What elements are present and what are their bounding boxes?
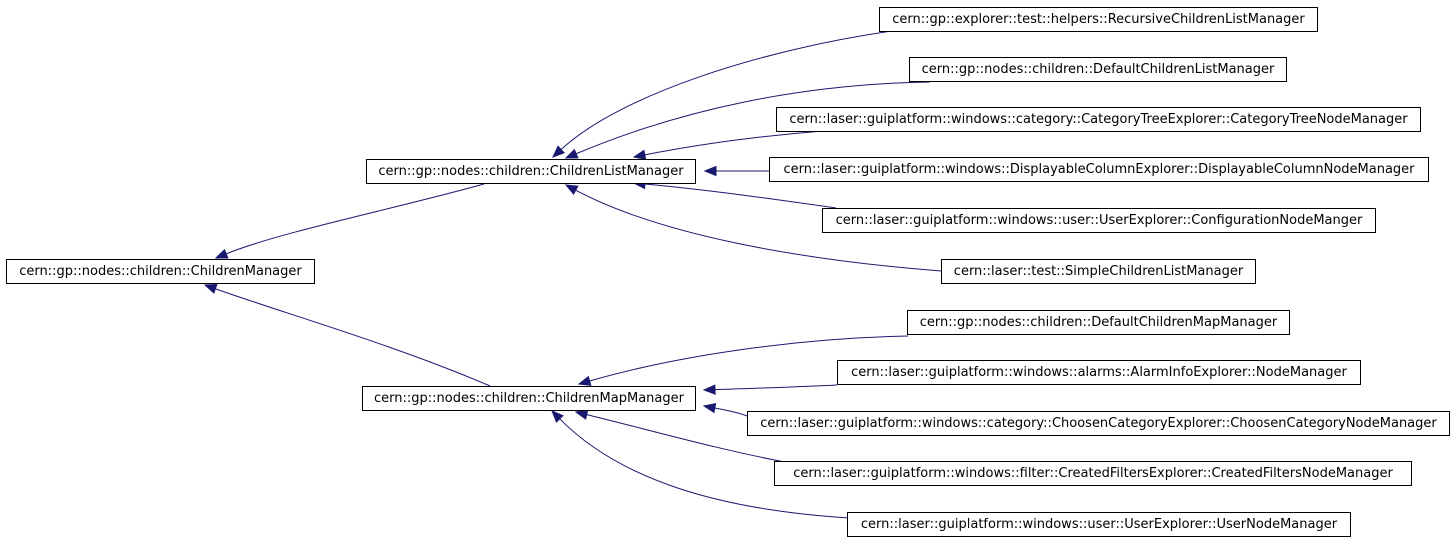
arrowhead xyxy=(564,184,579,196)
node-children-list-manager[interactable]: cern::gp::nodes::children::ChildrenListM… xyxy=(366,159,696,184)
node-choosen-category-node-manager[interactable]: cern::laser::guiplatform::windows::categ… xyxy=(747,411,1450,436)
node-category-tree-node-manager[interactable]: cern::laser::guiplatform::windows::categ… xyxy=(776,107,1421,132)
edge-default-children-list-manager-to-children-list-manager xyxy=(564,81,931,159)
edge-alarm-info-node-manager-to-children-map-manager xyxy=(702,384,838,395)
node-children-map-manager[interactable]: cern::gp::nodes::children::ChildrenMapMa… xyxy=(362,386,696,411)
node-created-filters-node-manager[interactable]: cern::laser::guiplatform::windows::filte… xyxy=(774,461,1412,486)
node-user-node-manager[interactable]: cern::laser::guiplatform::windows::user:… xyxy=(847,512,1351,537)
edge-displayable-column-node-manager-to-children-list-manager xyxy=(703,165,770,177)
node-simple-children-list-manager[interactable]: cern::laser::test::SimpleChildrenListMan… xyxy=(941,259,1256,284)
edge-created-filters-node-manager-to-children-map-manager xyxy=(574,409,791,464)
edge-choosen-category-node-manager-to-children-map-manager xyxy=(702,402,748,417)
arrowhead xyxy=(203,283,218,294)
arrowhead xyxy=(552,145,566,158)
arrowhead xyxy=(551,410,564,423)
edge-recursive-children-list-manager-to-children-list-manager xyxy=(552,30,893,158)
edge-user-node-manager-to-children-map-manager xyxy=(551,410,851,519)
arrowhead xyxy=(214,248,229,259)
edge-children-list-manager-to-children-manager xyxy=(214,183,485,259)
arrowhead xyxy=(574,409,589,420)
node-default-children-list-manager[interactable]: cern::gp::nodes::children::DefaultChildr… xyxy=(909,57,1287,82)
arrowhead xyxy=(702,384,716,395)
arrowhead xyxy=(703,165,717,177)
arrowhead xyxy=(577,375,592,386)
node-displayable-column-node-manager[interactable]: cern::laser::guiplatform::windows::Displ… xyxy=(769,157,1429,182)
edge-default-children-map-manager-to-children-map-manager xyxy=(577,335,909,386)
arrowhead xyxy=(564,148,579,159)
node-configuration-node-manger[interactable]: cern::laser::guiplatform::windows::user:… xyxy=(822,208,1376,233)
node-recursive-children-list-manager[interactable]: cern::gp::explorer::test::helpers::Recur… xyxy=(879,7,1318,32)
node-alarm-info-node-manager[interactable]: cern::laser::guiplatform::windows::alarm… xyxy=(837,360,1361,385)
arrowhead xyxy=(632,149,647,160)
arrowhead xyxy=(702,402,717,414)
edge-category-tree-node-manager-to-children-list-manager xyxy=(632,130,824,160)
edge-children-map-manager-to-children-manager xyxy=(203,283,491,387)
node-children-manager[interactable]: cern::gp::nodes::children::ChildrenManag… xyxy=(6,259,315,284)
edge-simple-children-list-manager-to-children-list-manager xyxy=(564,184,942,272)
node-default-children-map-manager[interactable]: cern::gp::nodes::children::DefaultChildr… xyxy=(907,310,1290,335)
